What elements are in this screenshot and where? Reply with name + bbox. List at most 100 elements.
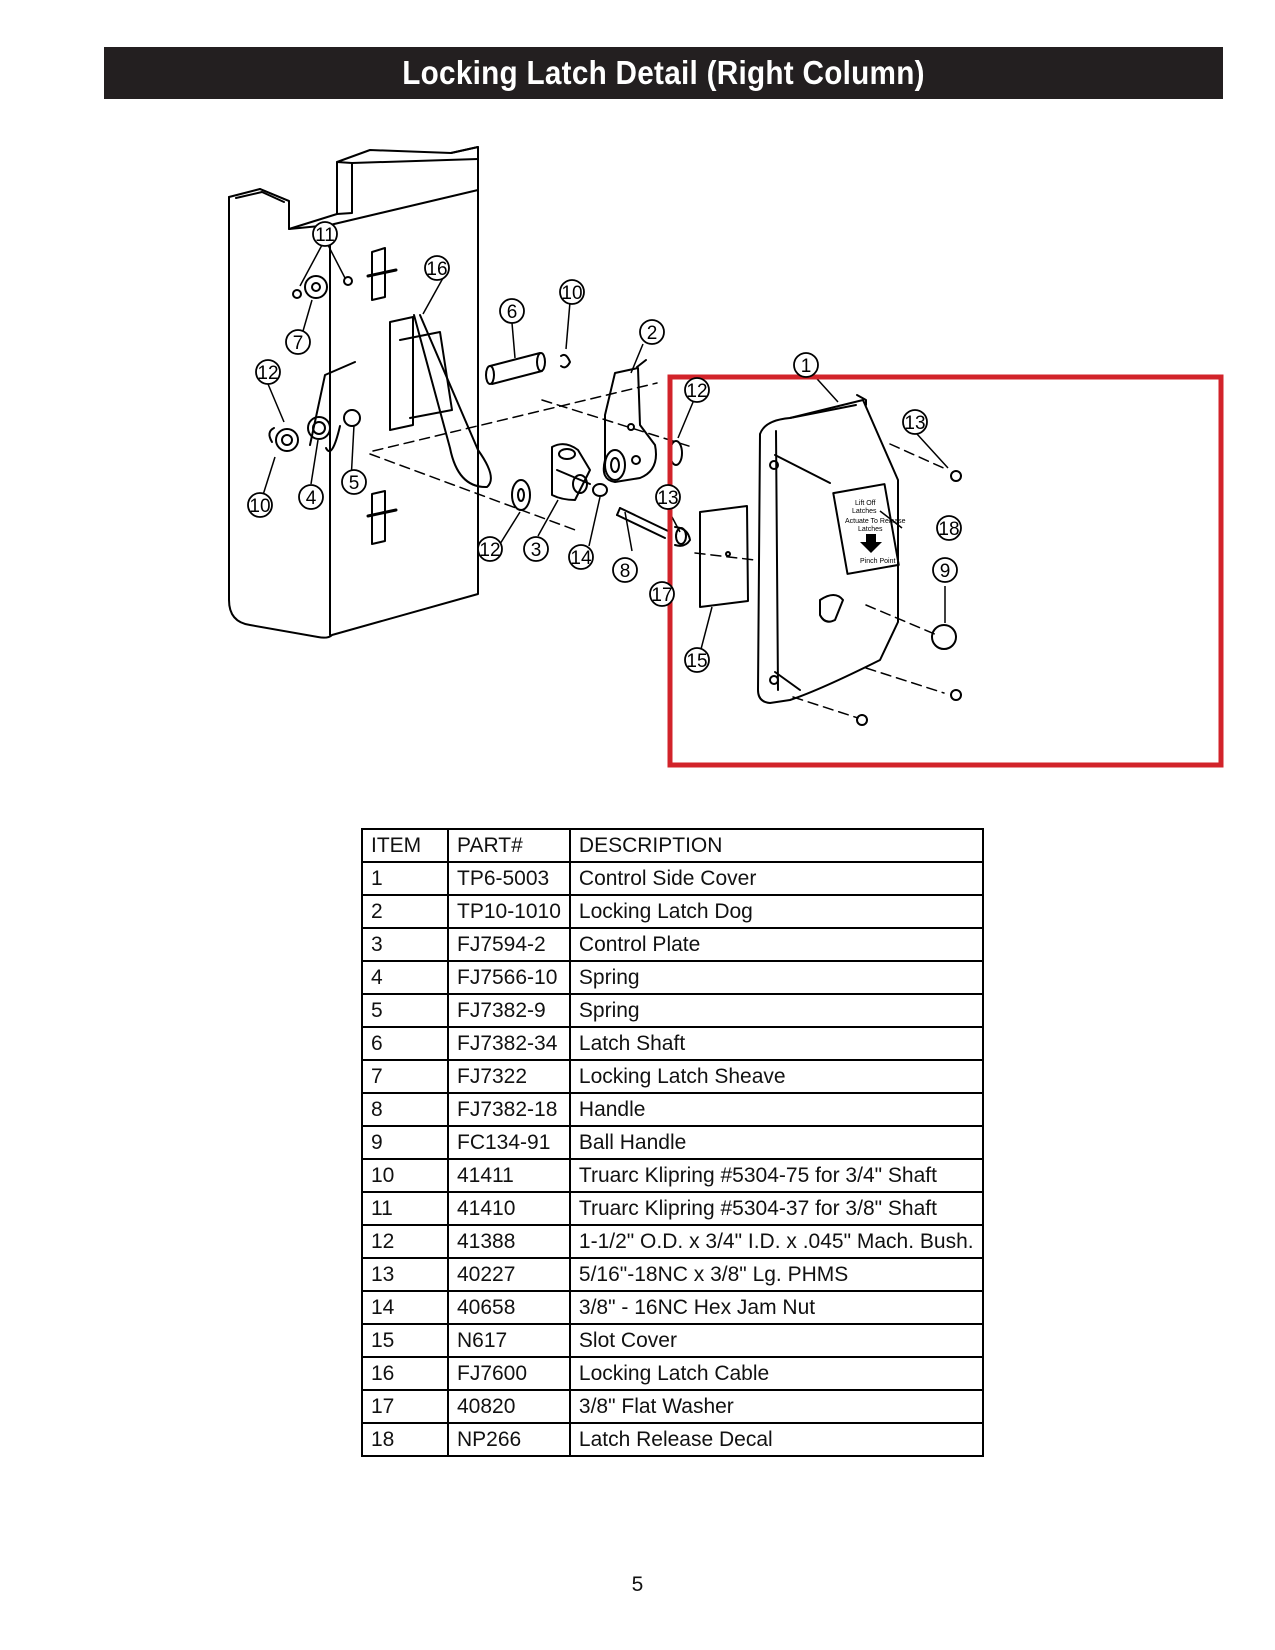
callout-13-mid: 13 — [657, 488, 678, 509]
description-cell: Locking Latch Sheave — [568, 1059, 984, 1094]
item-number-cell: 4 — [361, 960, 449, 995]
callout-3: 3 — [531, 540, 542, 561]
description-cell: 1-1/2" O.D. x 3/4" I.D. x .045" Mach. Bu… — [568, 1224, 984, 1259]
svg-text:Actuate To Release: Actuate To Release — [845, 518, 906, 525]
description-cell: Spring — [568, 993, 984, 1028]
description-cell: Locking Latch Dog — [568, 894, 984, 929]
item-number-cell: 13 — [361, 1257, 449, 1292]
callout-8: 8 — [620, 561, 631, 582]
slot-cover — [699, 505, 749, 608]
callout-12-bottom: 12 — [479, 540, 500, 561]
table-header-row: ITEM PART# DESCRIPTION — [361, 828, 984, 863]
item-number-cell: 3 — [361, 927, 449, 962]
cover-screws — [856, 470, 962, 726]
description-cell: Latch Shaft — [568, 1026, 984, 1061]
part-number-cell: FJ7600 — [447, 1356, 571, 1391]
callout-12-left: 12 — [257, 363, 278, 384]
part-number-cell: 40658 — [447, 1290, 571, 1325]
part-number-cell: 41388 — [447, 1224, 571, 1259]
description-cell: 5/16"-18NC x 3/8" Lg. PHMS — [568, 1257, 984, 1292]
callout-7: 7 — [293, 333, 304, 354]
item-number-cell: 11 — [361, 1191, 449, 1226]
item-number-cell: 5 — [361, 993, 449, 1028]
item-number-cell: 1 — [361, 861, 449, 896]
callout-13: 13 — [904, 413, 925, 434]
part-number-cell: 41411 — [447, 1158, 571, 1193]
item-number-cell: 8 — [361, 1092, 449, 1127]
column-header-description: DESCRIPTION — [568, 828, 984, 863]
part-number-cell: FJ7322 — [447, 1059, 571, 1094]
item-number-cell: 14 — [361, 1290, 449, 1325]
column-header-part: PART# — [447, 828, 571, 863]
svg-text:Pinch Point: Pinch Point — [860, 558, 895, 565]
description-cell: Ball Handle — [568, 1125, 984, 1160]
description-cell: 3/8" Flat Washer — [568, 1389, 984, 1424]
callout-2: 2 — [647, 323, 658, 344]
page-number: 5 — [631, 1573, 644, 1596]
description-cell: Slot Cover — [568, 1323, 984, 1358]
latch-dog — [602, 359, 657, 483]
latch-release-decal-text: Lift Off Latches Actuate To Release Latc… — [845, 500, 906, 565]
decal-arrow-icon — [860, 534, 882, 553]
handle-rod — [592, 483, 669, 539]
description-cell: Control Side Cover — [568, 861, 984, 896]
svg-text:Lift Off: Lift Off — [855, 500, 876, 507]
callout-18: 18 — [938, 519, 959, 540]
part-number-cell: FJ7382-34 — [447, 1026, 571, 1061]
description-cell: Truarc Klipring #5304-37 for 3/8" Shaft — [568, 1191, 984, 1226]
callout-9: 9 — [940, 561, 951, 582]
part-number-cell: TP6-5003 — [447, 861, 571, 896]
part-number-cell: NP266 — [447, 1422, 571, 1457]
callout-14: 14 — [570, 548, 592, 569]
item-number-cell: 6 — [361, 1026, 449, 1061]
latch-cable — [389, 314, 492, 489]
spring-assembly — [268, 275, 361, 453]
svg-text:Latches: Latches — [852, 508, 877, 515]
part-number-cell: FC134-91 — [447, 1125, 571, 1160]
description-cell: Spring — [568, 960, 984, 995]
title-bar: Locking Latch Detail (Right Column) — [104, 47, 1223, 99]
callout-15: 15 — [686, 651, 707, 672]
column-body — [228, 146, 479, 639]
item-number-cell: 18 — [361, 1422, 449, 1457]
item-number-cell: 10 — [361, 1158, 449, 1193]
callout-10-top: 10 — [561, 283, 582, 304]
control-side-cover — [757, 394, 900, 704]
callout-10-left: 10 — [249, 496, 270, 517]
part-number-cell: 40820 — [447, 1389, 571, 1424]
part-number-cell: 40227 — [447, 1257, 571, 1292]
callout-16: 16 — [426, 259, 447, 280]
description-cell: Locking Latch Cable — [568, 1356, 984, 1391]
description-cell: 3/8" - 16NC Hex Jam Nut — [568, 1290, 984, 1325]
page-title: Locking Latch Detail (Right Column) — [402, 54, 925, 91]
assembly-axis-lines — [369, 382, 949, 719]
callout-6: 6 — [507, 302, 518, 323]
description-cell: Truarc Klipring #5304-75 for 3/4" Shaft — [568, 1158, 984, 1193]
callout-11: 11 — [315, 225, 335, 246]
item-number-cell: 7 — [361, 1059, 449, 1094]
part-number-cell: FJ7382-18 — [447, 1092, 571, 1127]
latch-shaft — [485, 352, 571, 385]
item-number-cell: 15 — [361, 1323, 449, 1358]
description-cell: Latch Release Decal — [568, 1422, 984, 1457]
item-number-cell: 12 — [361, 1224, 449, 1259]
callout-5: 5 — [349, 473, 360, 494]
description-cell: Handle — [568, 1092, 984, 1127]
control-plate — [551, 443, 591, 501]
